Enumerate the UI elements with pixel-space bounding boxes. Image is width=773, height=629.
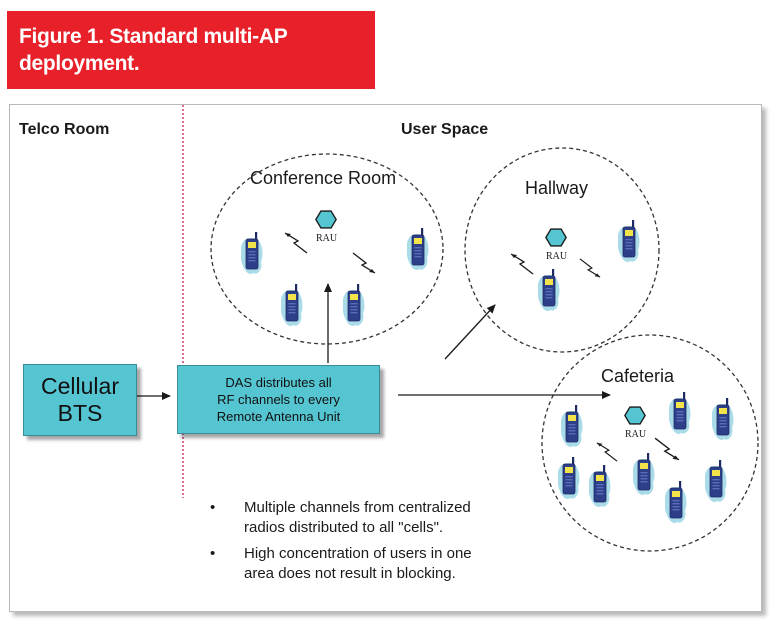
signal-icon: [579, 258, 601, 278]
cafeteria-rau-icon: [624, 406, 646, 425]
bullet-text: High concentration of users in one area …: [244, 544, 472, 584]
caption-line-2: deployment.: [19, 52, 140, 75]
mobile-phone-icon: [669, 392, 691, 435]
mobile-phone-icon: [281, 284, 303, 327]
bullet-text-line: radios distributed to all "cells".: [244, 519, 444, 536]
bullet-item: • Multiple channels from centralized rad…: [210, 498, 570, 538]
cafeteria-circle: [541, 334, 759, 552]
telco-room-title: Telco Room: [19, 121, 110, 138]
hallway-rau-label: RAU: [546, 251, 568, 262]
das-box: DAS distributes all RF channels to every…: [177, 365, 380, 434]
signal-icon: [596, 442, 618, 462]
conference-room-circle: [210, 153, 444, 345]
signal-icon: [352, 252, 376, 274]
bullet-mark: •: [210, 545, 216, 562]
mobile-phone-icon: [407, 228, 429, 271]
mobile-phone-icon: [705, 460, 727, 503]
mobile-phone-icon: [712, 398, 734, 441]
bullet-list: • Multiple channels from centralized rad…: [210, 498, 570, 590]
signal-icon: [654, 437, 680, 461]
bullet-text-line: Multiple channels from centralized: [244, 499, 471, 516]
user-space-title: User Space: [401, 121, 489, 138]
mobile-phone-icon: [561, 405, 583, 448]
mobile-phone-icon: [558, 457, 580, 500]
bullet-text-line: High concentration of users in one: [244, 545, 472, 562]
bts-line-1: Cellular: [41, 373, 119, 399]
mobile-phone-icon: [633, 453, 655, 496]
bullet-text: Multiple channels from centralized radio…: [244, 498, 471, 538]
das-to-hallway-arrow: [444, 304, 496, 360]
cafeteria-rau-label: RAU: [625, 429, 647, 440]
mobile-phone-icon: [241, 232, 263, 275]
mobile-phone-icon: [538, 269, 560, 312]
das-line-1: DAS distributes all: [225, 375, 332, 390]
conference-rau-label: RAU: [316, 233, 338, 244]
mobile-phone-icon: [589, 465, 611, 508]
hallway-title: Hallway: [525, 178, 589, 198]
diagram-frame: [9, 104, 762, 612]
bullet-item: • High concentration of users in one are…: [210, 544, 570, 584]
das-line-2: RF channels to every: [217, 392, 340, 407]
hallway-rau-icon: [545, 228, 567, 247]
cafeteria-title: Cafeteria: [601, 366, 675, 386]
bullet-text-line: area does not result in blocking.: [244, 565, 456, 582]
signal-icon: [510, 253, 534, 275]
mobile-phone-icon: [665, 481, 687, 524]
figure-caption: Figure 1. Standard multi-AP deployment.: [7, 11, 375, 89]
conference-rau-icon: [315, 210, 337, 229]
caption-line-1: Figure 1. Standard multi-AP: [19, 25, 288, 48]
hallway-circle: [464, 147, 660, 353]
conference-room-title: Conference Room: [250, 168, 397, 188]
cellular-bts-box: Cellular BTS: [23, 364, 137, 436]
mobile-phone-icon: [618, 220, 640, 263]
bullet-mark: •: [210, 499, 216, 516]
mobile-phone-icon: [343, 284, 365, 327]
bts-line-2: BTS: [57, 400, 103, 426]
signal-icon: [284, 232, 308, 254]
das-line-3: Remote Antenna Unit: [216, 409, 341, 424]
